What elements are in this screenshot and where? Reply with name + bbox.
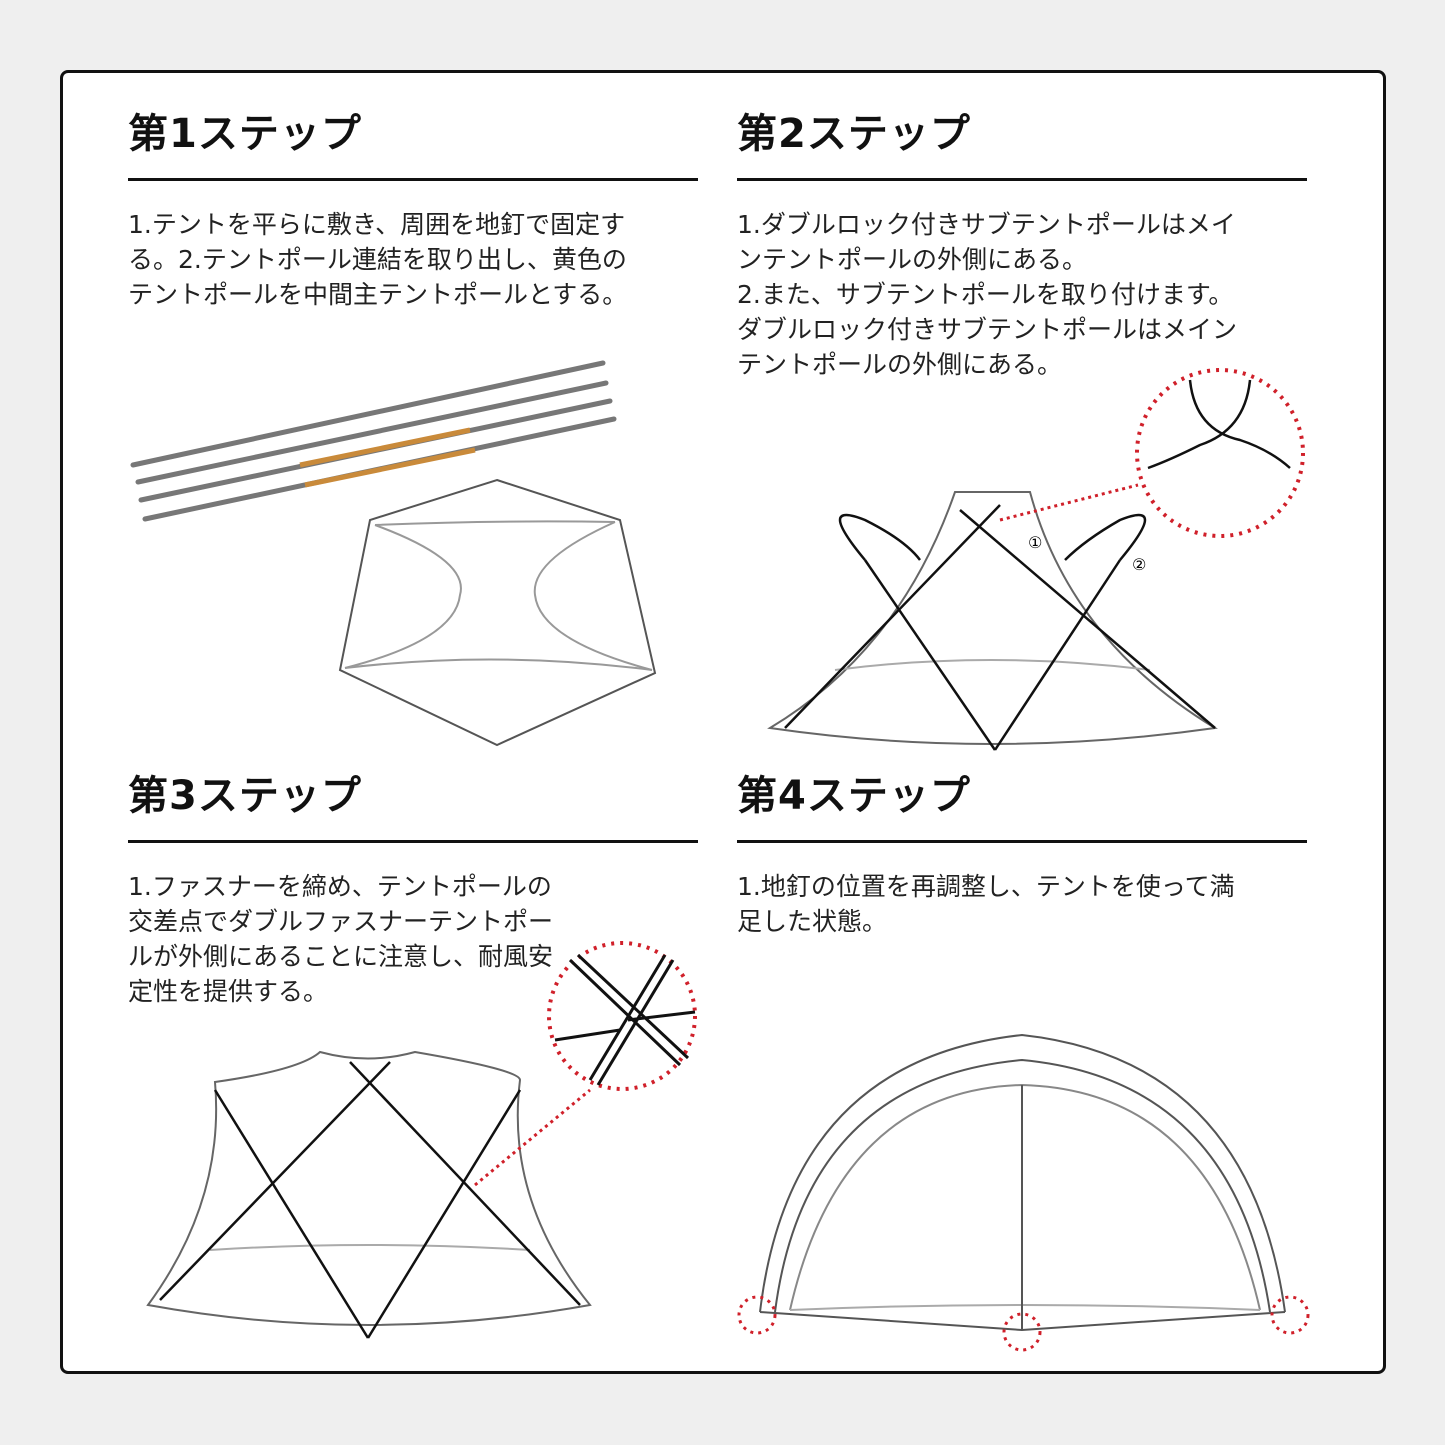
step-4-description: 1.地釘の位置を再調整し、テントを使って満 足した状態。 bbox=[737, 869, 1307, 939]
divider bbox=[737, 178, 1307, 181]
step-2-description: 1.ダブルロック付きサブテントポールはメイ ンテントポールの外側にある。 2.ま… bbox=[737, 207, 1307, 382]
desc-line: 定性を提供する。 bbox=[128, 977, 329, 1006]
step-1-description: 1.テントを平らに敷き、周囲を地釘で固定す る。2.テントポール連結を取り出し、… bbox=[128, 207, 698, 312]
fastener-detail bbox=[554, 953, 696, 1086]
desc-line: ダブルロック付きサブテントポールはメイン bbox=[737, 315, 1238, 344]
desc-line: 足した状態。 bbox=[737, 907, 888, 936]
step-1-title: 第1ステップ bbox=[128, 111, 362, 157]
detail-callout-circle bbox=[547, 941, 697, 1091]
desc-line: 交差点でダブルファスナーテントポー bbox=[128, 907, 554, 936]
step-1: 第1ステップ 1.テントを平らに敷き、周囲を地釘で固定す る。2.テントポール連… bbox=[128, 110, 698, 312]
step-3-title: 第3ステップ bbox=[128, 773, 362, 819]
desc-line: テントポールを中間主テントポールとする。 bbox=[128, 280, 628, 309]
stake-position-markers bbox=[737, 1295, 1310, 1352]
step-3-description: 1.ファスナーを締め、テントポールの 交差点でダブルファスナーテントポー ルが外… bbox=[128, 869, 698, 1009]
desc-line: 1.地釘の位置を再調整し、テントを使って満 bbox=[737, 872, 1235, 901]
flat-tent bbox=[338, 478, 657, 747]
callout-leader bbox=[999, 483, 1139, 522]
step-2: 第2ステップ 1.ダブルロック付きサブテントポールはメイ ンテントポールの外側に… bbox=[737, 110, 1307, 382]
yellow-pole bbox=[299, 427, 476, 488]
desc-line: 1.テントを平らに敷き、周囲を地釘で固定す bbox=[128, 210, 626, 239]
main-poles bbox=[784, 504, 1216, 751]
step-3: 第3ステップ 1.ファスナーを締め、テントポールの 交差点でダブルファスナーテン… bbox=[128, 772, 698, 1009]
detail-callout-circle bbox=[1135, 368, 1305, 538]
desc-line: ンテントポールの外側にある。 bbox=[737, 245, 1088, 274]
double-lock-detail bbox=[1147, 379, 1291, 470]
step-2-title: 第2ステップ bbox=[737, 111, 971, 157]
step-4: 第4ステップ 1.地釘の位置を再調整し、テントを使って満 足した状態。 bbox=[737, 772, 1307, 939]
divider bbox=[128, 840, 698, 843]
assembled-tent bbox=[759, 1033, 1286, 1332]
desc-line: 1.ファスナーを締め、テントポールの bbox=[128, 872, 552, 901]
crossing-poles bbox=[159, 1061, 581, 1339]
marker-2: ② bbox=[1132, 555, 1146, 574]
divider bbox=[128, 178, 698, 181]
divider bbox=[737, 840, 1307, 843]
desc-line: ルが外側にあることに注意し、耐風安 bbox=[128, 942, 554, 971]
step-4-title: 第4ステップ bbox=[737, 773, 971, 819]
desc-line: テントポールの外側にある。 bbox=[737, 350, 1063, 379]
desc-line: る。2.テントポール連結を取り出し、黄色の bbox=[128, 245, 627, 274]
instruction-card bbox=[60, 70, 1386, 1374]
marker-1: ① bbox=[1028, 533, 1042, 552]
desc-line: 2.また、サブテントポールを取り付けます。 bbox=[737, 280, 1234, 309]
desc-line: 1.ダブルロック付きサブテントポールはメイ bbox=[737, 210, 1236, 239]
